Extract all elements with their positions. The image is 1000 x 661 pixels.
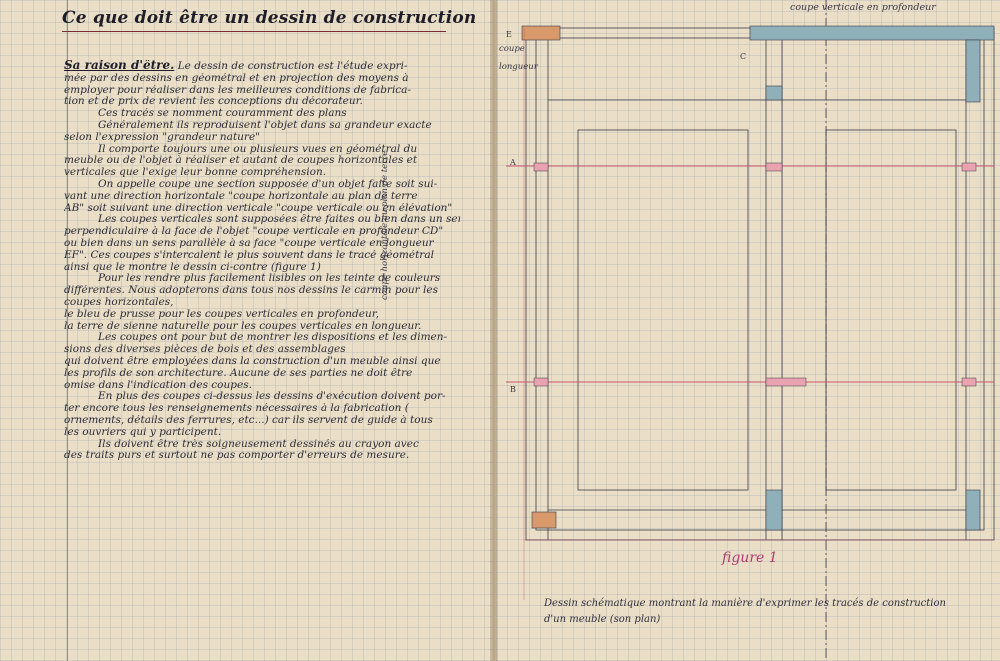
text-line: tion et de prix de revient les conceptio…: [64, 96, 363, 108]
text-line: les ouvriers qui y participent.: [64, 426, 222, 438]
text-line: la terre de sienne naturelle pour les co…: [64, 320, 422, 332]
text-line: Ces tracés se nomment couramment des pla…: [98, 108, 347, 120]
body-text: Sa raison d'être. Le dessin de construct…: [64, 60, 460, 462]
text-line: meuble ou de l'objet à réaliser et autan…: [64, 155, 418, 167]
blue-section-bottom-center: [765, 489, 783, 531]
sienna-section-bottom-left: [531, 511, 557, 529]
text-line: Il comporte toujours une ou plusieurs vu…: [98, 143, 418, 155]
text-line: En plus des coupes ci-dessus les dessins…: [98, 391, 446, 403]
construction-drawing: [506, 0, 995, 661]
letter-a: A: [510, 158, 516, 167]
book-gutter: [490, 0, 498, 661]
right-page: [496, 0, 1000, 661]
text-line: vant une direction horizontale "coupe ho…: [64, 190, 418, 202]
caption-top: coupe verticale en profondeur: [790, 2, 936, 13]
text-line: omise dans l'indication des coupes.: [64, 379, 252, 391]
label-longueur: longueur: [499, 62, 538, 72]
text-line: ornements, détails des ferrures, etc...)…: [64, 414, 433, 426]
carmin-section-b-right: [961, 377, 977, 387]
text-line: AB" soit suivant une direction verticale…: [64, 202, 453, 214]
page-title: Ce que doit être un dessin de constructi…: [62, 8, 477, 28]
sienna-section-top-left: [521, 25, 561, 41]
text-line: Ils doivent être très soigneusement dess…: [98, 438, 419, 450]
text-line: On appelle coupe une section supposée d'…: [98, 178, 438, 190]
label-coupe: coupe: [499, 44, 525, 54]
text-line: Pour les rendre plus facilement lisibles…: [98, 273, 441, 285]
letter-e: E: [506, 30, 512, 39]
left-page: Ce que doit être un dessin de constructi…: [0, 0, 493, 661]
blue-section-right: [965, 39, 981, 103]
letter-c: C: [740, 52, 747, 61]
caption-line: Dessin schématique montrant la manière d…: [544, 598, 946, 609]
carmin-section-a-center: [765, 162, 783, 172]
text-line: mée par des dessins en géométral et en p…: [64, 72, 409, 84]
letter-b: B: [510, 385, 516, 394]
text-line: Généralement ils reproduisent l'objet da…: [98, 119, 432, 131]
text-fragment: Le dessin de construction est l'étude ex…: [177, 60, 408, 72]
label-vertical-coupe-horizontale: coupe horizontale au plan de terre: [380, 150, 390, 300]
text-line: le bleu de prusse pour les coupes vertic…: [64, 308, 379, 320]
caption-line: d'un meuble (son plan): [544, 614, 661, 625]
text-line: sions des diverses pièces de bois et des…: [64, 344, 346, 356]
text-line: ainsi que le montre le dessin ci-contre …: [64, 261, 321, 273]
text-line: coupes horizontales,: [64, 296, 174, 308]
carmin-section-b-left: [533, 377, 549, 387]
carmin-section-a-left: [533, 162, 549, 172]
left-panel: [577, 129, 749, 491]
text-line: EF". Ces coupes s'intercalent le plus so…: [64, 249, 434, 261]
inner-frame: [535, 37, 985, 531]
carmin-section-b-center: [765, 377, 807, 387]
text-line: perpendiculaire à la face de l'objet "co…: [64, 226, 444, 238]
text-line: ter encore tous les renseignements néces…: [64, 403, 409, 415]
text-line: différentes. Nous adopterons dans tous n…: [64, 285, 438, 297]
right-panel: [825, 129, 957, 491]
text-line: Les coupes ont pour but de montrer les d…: [98, 332, 448, 344]
figure-label: figure 1: [722, 550, 778, 566]
text-line: ou bien dans un sens parallèle à sa face…: [64, 237, 434, 249]
blue-section-bottom-right: [965, 489, 981, 531]
text-line: des traits purs et surtout ne pas compor…: [64, 450, 410, 462]
section-heading: Sa raison d'être.: [64, 60, 175, 72]
margin-line: [67, 0, 68, 661]
text-line: selon l'expression "grandeur nature": [64, 131, 260, 143]
title-underline: [62, 31, 446, 32]
text-line: verticales que l'exige leur bonne compré…: [64, 167, 327, 179]
blue-section-top: [749, 25, 995, 41]
text-line: qui doivent être employées dans la const…: [64, 355, 441, 367]
text-line: employer pour réaliser dans les meilleur…: [64, 84, 411, 96]
text-line: Les coupes verticales sont supposées êtr…: [98, 214, 460, 226]
outer-frame: [525, 27, 995, 541]
text-line: les profils de son architecture. Aucune …: [64, 367, 413, 379]
caption-bottom: Dessin schématique montrant la manière d…: [544, 596, 994, 628]
carmin-section-a-right: [961, 162, 977, 172]
text-line: Sa raison d'être. Le dessin de construct…: [64, 60, 460, 73]
blue-section-top-center: [765, 85, 783, 101]
